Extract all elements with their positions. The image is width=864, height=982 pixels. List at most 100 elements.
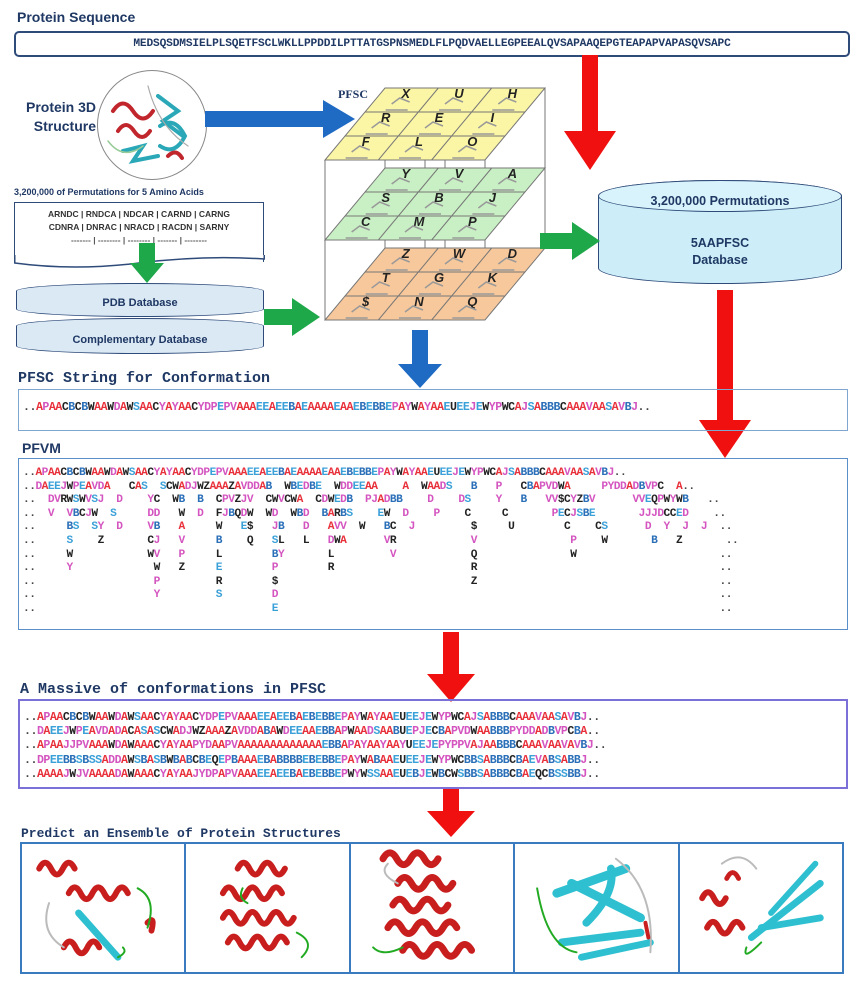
pfsc-letter: $ [361,294,370,309]
permutations-row-2: CDNRA | DNRAC | NRACD | RACDN | SARNY [48,222,230,232]
pfvm-row: .. W WV P L BY L V Q W .. [23,548,732,561]
fragment-squiggle-icon [452,305,477,319]
beta-barrel-structure-icon [536,857,655,961]
pfsc-letter: J [489,190,497,205]
conformation-row: ..DAEEJWPEAVDADACASASCWADJWZAAAZAVDDABAW… [24,725,600,739]
ensemble-structure-2 [186,844,351,972]
pfsc-letter: F [362,134,371,149]
pfsc-letter: D [508,246,518,261]
ensemble-structure-5 [680,844,842,972]
pfsc-letter: C [361,214,371,229]
fragment-squiggle-icon [439,257,464,271]
fragment-squiggle-icon [385,97,410,111]
pfsc-letter: O [467,134,477,149]
pfvm-row: .. Y W Z E P R R .. [23,562,732,575]
pfsc-string-value: ..APAACBCBWAAWDAWSAACYAYAACYDPEPVAAAEEAE… [23,401,651,414]
pfvm-rows: ..APAACBCBWAAWDAWSAACYAYAACYDPEPVAAAEEAE… [23,467,739,617]
green-arrow-to-pfsc [264,298,320,336]
pfsc-letter: H [508,86,518,101]
helix-bundle-structure-icon [220,859,310,959]
pfvm-row: .. E .. [23,602,732,615]
fragment-squiggle-icon [452,145,477,159]
fragment-squiggle-icon [452,225,477,239]
protein-sequence-title: Protein Sequence [17,9,136,25]
permutations-title: 3,200,000 of Permutations for 5 Amino Ac… [14,187,204,197]
pfsc-letter: X [400,86,411,101]
pfsc-letter: B [434,190,443,205]
pfsc-letter: L [415,134,423,149]
fragment-squiggle-icon [419,201,444,215]
ensemble-structure-3 [351,844,516,972]
pfsc-letter: W [453,246,467,261]
structure-label-line1: Protein 3D [25,99,96,115]
fragment-squiggle-icon [439,177,464,191]
protein-3d-image [97,70,207,180]
conformation-row: ..DPEEBBSBSSADDAWSBASBWBABCBEQEPBAAAEBAB… [24,753,600,767]
protein-sequence-text: MEDSQSDMSIELPLSQETFSCLWKLLPPDDILPTTATGSP… [133,38,731,50]
massive-box: ..APAACBCBWAAWDAWSAACYAYAACYDPEPVAAAEEAE… [18,699,848,789]
fragment-squiggle-icon [472,281,497,295]
green-arrow-to-5aa [540,222,600,260]
pfsc-letter: R [381,110,391,125]
ensemble-structure-4 [515,844,680,972]
helix-sheet-structure-icon [36,859,156,961]
pfsc-letter: G [434,270,444,285]
pfvm-row: .. DVRWSWVSJ D YC WB B CPVZJV CWVCWA CDW… [23,494,720,507]
pfsc-letter: E [435,110,444,125]
pfsc-letter: N [414,294,424,309]
mixed-structure-icon [698,856,824,955]
pdb-database-label: PDB Database [102,297,178,309]
fragment-squiggle-icon [419,281,444,295]
complementary-database [16,318,264,354]
fragment-squiggle-icon [385,177,410,191]
red-arrow-down-1 [564,55,616,170]
fragment-squiggle-icon [385,257,410,271]
pdb-database [16,283,264,317]
pfsc-letter: U [454,86,464,101]
pfvm-box: ..APAACBCBWAAWDAWSAACYAYAACYDPEPVAAAEEAE… [18,458,848,630]
fragment-squiggle-icon [345,225,370,239]
ensemble-panel [20,842,844,974]
fragment-squiggle-icon [399,145,424,159]
fiveaa-db-top-label: 3,200,000 Permutations [650,194,790,208]
pfvm-title: PFVM [22,440,61,456]
complementary-database-label: Complementary Database [72,334,208,346]
structure-label: Protein 3D Structure [18,98,96,136]
conformation-row: ..AAAAJWJVAAAADAWAAACYAYAAJYDPAPVAAAEEAE… [24,767,600,781]
helix-stack-structure-icon [371,849,475,960]
fragment-squiggle-icon [472,121,497,135]
pfvm-row: .. S Z CJ V B Q SL L DWA VR V P W B Z .. [23,534,739,547]
fragment-squiggle-icon [419,121,444,135]
blue-arrow-to-pfsc [205,100,355,138]
fragment-squiggle-icon [365,201,390,215]
ensemble-structure-1 [22,844,187,972]
pfsc-string-title: PFSC String for Conformation [18,370,271,387]
pfsc-string-box: ..APAACBCBWAAWDAWSAACYAYAACYDPEPVAAAEEAE… [18,389,848,431]
fragment-squiggle-icon [399,305,424,319]
pfsc-letter: A [507,166,517,181]
fragment-squiggle-icon [365,281,390,295]
structure-label-line2: Structure [33,118,96,134]
fragment-squiggle-icon [345,305,370,319]
fragment-squiggle-icon [492,97,517,111]
pfsc-letter: Q [467,294,477,309]
fiveaa-db-top [598,180,842,212]
fragment-squiggle-icon [399,225,424,239]
conformation-row: ..APAAJJPVAAAWDAWAAACYAYAAPYDAAPVAAAAAAA… [24,739,607,753]
pfsc-letter: T [382,270,391,285]
protein-ribbon-icon [107,85,189,164]
pfsc-letter: M [414,214,426,229]
pfvm-row: .. Y S D .. [23,589,732,602]
pfsc-letter: K [488,270,499,285]
ensemble-title: Predict an Ensemble of Protein Structure… [21,826,341,841]
protein-sequence-box: MEDSQSDMSIELPLSQETFSCLWKLLPPDDILPTTATGSP… [14,31,850,57]
pfvm-row: .. V VBCJW S DD W D FJBQDW WD WBD BARBS … [23,507,726,520]
fragment-squiggle-icon [492,257,517,271]
pfvm-row: ..DAEEJWPEAVDA CAS SCWADJWZAAAZAVDDAB WB… [23,480,695,493]
pfsc-letter: Z [401,246,411,261]
pfvm-row: .. P R $ Z .. [23,575,732,588]
green-arrow-down [130,243,164,283]
